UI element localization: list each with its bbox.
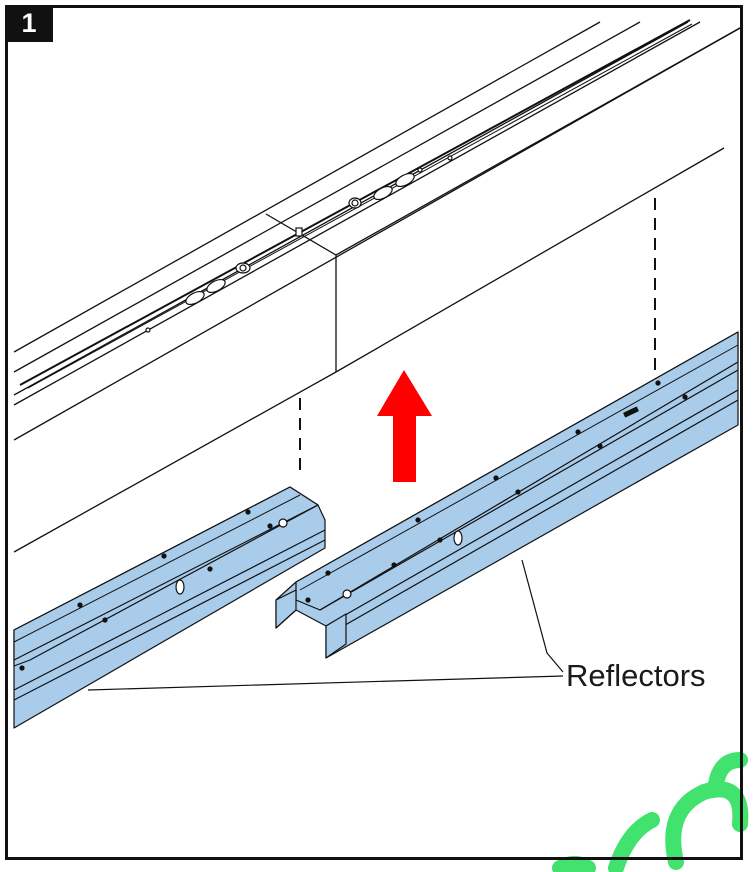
callout-leaders [87, 559, 564, 691]
watermark [552, 752, 749, 872]
reflector-right [275, 331, 739, 659]
fixture-knockouts [145, 155, 453, 333]
alignment-guides [299, 198, 656, 478]
up-arrow-icon [377, 370, 432, 482]
step-number-badge: 1 [5, 5, 53, 42]
reflectors-callout-label: Reflectors [566, 658, 706, 693]
figure-frame [5, 5, 743, 860]
reflector-left [13, 486, 326, 729]
